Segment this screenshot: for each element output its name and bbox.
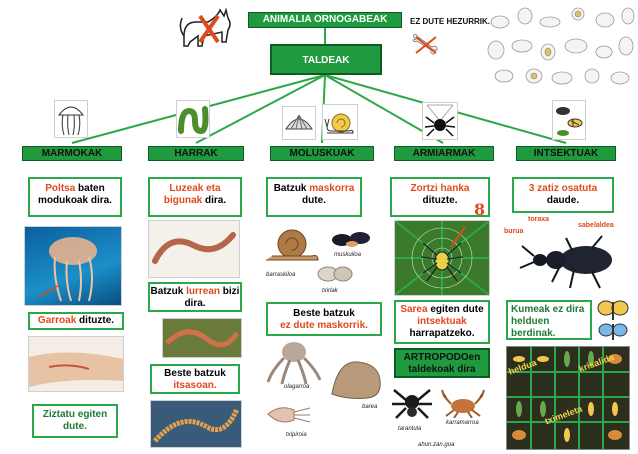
olagarroa-label: olagarroa [284,384,310,390]
category-moluskuak: MOLUSKUAK [270,146,374,161]
metamorphosis-panel [506,346,630,450]
sarea-box: Sarea egiten dute intsektuak harrapatzek… [394,300,490,344]
toraxa-label: toraxa [528,216,550,223]
txipiroia-label: txipiroia [286,432,307,438]
groups-title: TALDEAK [270,44,382,75]
snail-icon [322,104,358,140]
category-marmokak: MARMOKAK [22,146,122,161]
txirlak-label: txirlak [322,288,338,294]
barea-label: barea [362,404,378,410]
invertebrates-collage-image [480,2,636,90]
sea-worm-photo [162,318,242,358]
crossed-cat-image [178,6,238,54]
crossed-bone-image [410,33,440,55]
ganbak-label: ahun.zan.goa [418,442,455,448]
barraskiloa-label: barraskiloa [266,272,296,278]
kumeak-box: Kumeak ez dira helduen berdinak. [506,300,592,340]
intsektuak-description: 3 zatiz osatuta daude. [512,177,614,213]
garroak-label: Garroak dituzte. [28,312,124,330]
jellyfish-icon [54,100,88,138]
shell-icon [282,106,316,140]
marmokak-description: Poltsa baten modukoak dira. [28,177,122,217]
bristle-worm-photo [150,400,242,448]
category-intsektuak: INTSEKTUAK [516,146,616,161]
main-title: ANIMALIA ORNOGABEAK [248,12,402,28]
muskuiloa-label: muskuiloa [334,252,362,258]
insects-icon [552,100,586,140]
burua-label: burua [504,228,524,235]
no-shell-box: Beste batzuk ez dute maskorrik. [266,302,382,336]
moluskuak-description: Batzuk maskorra dute. [266,177,362,217]
lurrean-box: Batzuk lurrean bizi dira. [148,282,242,312]
spider-web-photo [394,220,490,296]
octopus-photo [264,340,322,385]
mussels-photo [330,226,374,252]
earthworm-photo [148,220,240,278]
jellyfish-photo [24,226,122,306]
snail-photo [262,226,322,266]
eight-label: 8 [474,200,486,219]
slug-photo [328,350,384,402]
artropodo-box: ARTROPODOen taldekoak dira [394,348,490,378]
itsasoan-box: Beste batzuk itsasoan. [150,364,240,394]
sabelaldea-label: sabelaldea [578,222,614,229]
beetle-photo [512,232,626,292]
crab-photo [440,388,486,419]
armiarmak-description: Zortzi hanka dituzte. [390,177,490,217]
tarantula-label: tarantula [398,426,422,432]
harrak-description: Luzeak eta bigunak dira. [148,177,242,217]
worm-icon [176,100,210,138]
no-bones-note: EZ DUTE HEZURRIK. [410,17,490,26]
clams-photo [316,262,354,284]
ziztatu-box: Ziztatu egiten dute. [32,404,118,438]
category-harrak: HARRAK [148,146,244,161]
sting-arm-photo [28,336,124,392]
karramarroa-label: karramarroa [446,420,479,426]
tarantula-photo [392,386,432,422]
squid-photo [266,400,312,430]
spider-icon [422,102,458,140]
category-armiarmak: ARMIARMAK [394,146,494,161]
butterfly-icon [596,298,630,342]
